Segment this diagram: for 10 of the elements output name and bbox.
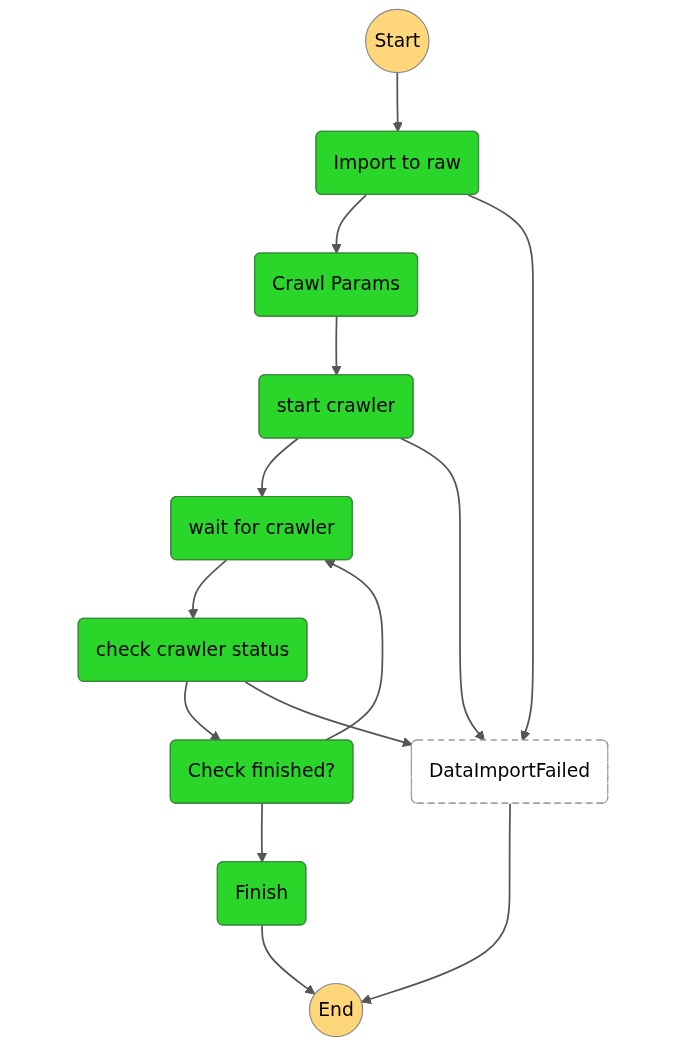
arrow (256, 802, 268, 863)
arrow (331, 315, 342, 376)
arrow (187, 559, 228, 620)
arrow (244, 681, 413, 748)
node-circle: End (308, 982, 364, 1038)
node-circle: Start (365, 8, 430, 74)
arrow (256, 437, 299, 498)
arrow (261, 924, 316, 995)
arrow (392, 71, 403, 133)
arrow (360, 802, 512, 1004)
